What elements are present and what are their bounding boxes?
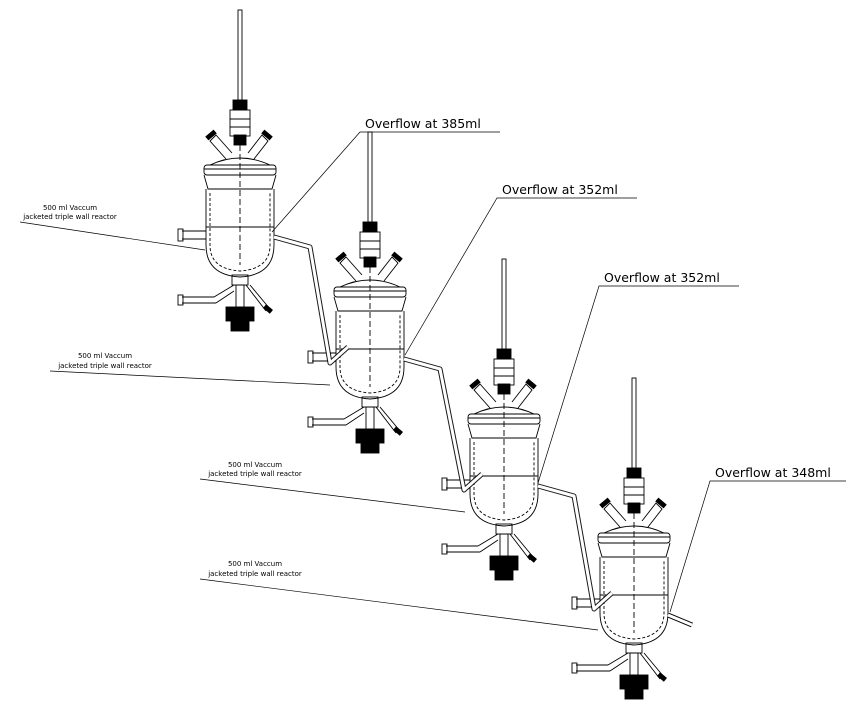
reactor-4-label-leader <box>199 578 599 631</box>
side-neck-right <box>511 383 533 409</box>
overflow-3-leader <box>537 285 739 484</box>
probe-rod <box>367 131 373 223</box>
side-neck-right <box>377 256 399 282</box>
drain-valve <box>489 555 519 571</box>
vessel-outer <box>205 189 275 278</box>
reactor-3-label-line1: 500 ml Vaccum <box>228 461 282 469</box>
drain-knob <box>624 688 644 700</box>
side-neck-right <box>247 134 269 160</box>
probe-rod <box>501 258 507 350</box>
overflow-2-leader <box>404 197 637 356</box>
drain-valve <box>619 674 649 690</box>
reactor-2 <box>307 131 407 454</box>
vessel-inner <box>339 315 401 394</box>
bottom-port-left <box>607 652 629 672</box>
reactor-1-label-leader <box>19 221 206 251</box>
side-neck-left <box>209 134 233 160</box>
neck-collar <box>597 542 671 558</box>
reactor-3 <box>441 258 541 581</box>
side-neck-left <box>339 256 363 282</box>
reactor-3-label-leader <box>199 478 466 513</box>
side-neck-left <box>603 502 627 528</box>
reactor-2-label-line1: 500 ml Vaccum <box>78 352 132 360</box>
coupling-cap <box>232 99 248 111</box>
overflow-1-leader <box>271 131 500 233</box>
drain-valve <box>225 306 255 322</box>
jacket-inlet <box>182 230 206 240</box>
side-neck-left <box>473 383 497 409</box>
reactor-4-overflow-label: Overflow at 348ml <box>715 465 831 480</box>
coupling-cap <box>362 221 378 233</box>
side-neck-right <box>641 502 663 528</box>
vessel-outer <box>335 311 405 400</box>
drain-stem <box>499 533 509 557</box>
reactor-3-overflow-label: Overflow at 352ml <box>604 270 720 285</box>
reactor-2-label-leader <box>49 370 331 386</box>
side-outlet <box>576 664 610 672</box>
neck-collar <box>333 296 407 312</box>
drain-stem <box>365 406 375 430</box>
joint-body <box>493 358 515 386</box>
probe-rod <box>237 9 243 101</box>
side-outlet <box>182 296 216 304</box>
drain-stem <box>235 284 245 308</box>
drain-knob <box>494 569 514 581</box>
reactor-4-label-line2: jacketed triple wall reactor <box>207 570 302 578</box>
reactor-2-overflow-label: Overflow at 352ml <box>502 182 618 197</box>
vessel-inner <box>473 442 535 521</box>
bottom-port-left <box>343 406 365 426</box>
bottom-port-left <box>477 533 499 553</box>
coupling-cap <box>626 467 642 479</box>
reactor-3-label-line2: jacketed triple wall reactor <box>207 470 302 478</box>
joint-body <box>229 109 251 137</box>
side-outlet <box>446 545 480 553</box>
drain-knob <box>360 442 380 454</box>
vessel-outer <box>599 557 669 646</box>
vessel-inner <box>603 561 665 640</box>
drain-valve <box>355 428 385 444</box>
joint-body <box>623 477 645 505</box>
reactor-1-overflow-label: Overflow at 385ml <box>365 116 481 131</box>
probe-rod <box>631 377 637 469</box>
drain-knob <box>230 320 250 332</box>
vessel-inner <box>209 193 271 272</box>
coupling-cap <box>496 348 512 360</box>
bottom-port-left <box>213 284 235 304</box>
vessel-outer <box>469 438 539 527</box>
neck-collar <box>467 423 541 439</box>
reactor-1-label-line1: 500 ml Vaccum <box>43 204 97 212</box>
reactor-2-label-line2: jacketed triple wall reactor <box>57 362 152 370</box>
neck-collar <box>203 174 277 190</box>
reactor-4-label-line1: 500 ml Vaccum <box>228 560 282 568</box>
reactor-4 <box>571 377 671 700</box>
reactor-1-label-line2: jacketed triple wall reactor <box>22 213 117 221</box>
overflow-4-leader <box>669 480 846 613</box>
joint-body <box>359 231 381 259</box>
side-outlet <box>312 418 346 426</box>
reactor-1 <box>177 9 277 332</box>
drain-stem <box>629 652 639 676</box>
